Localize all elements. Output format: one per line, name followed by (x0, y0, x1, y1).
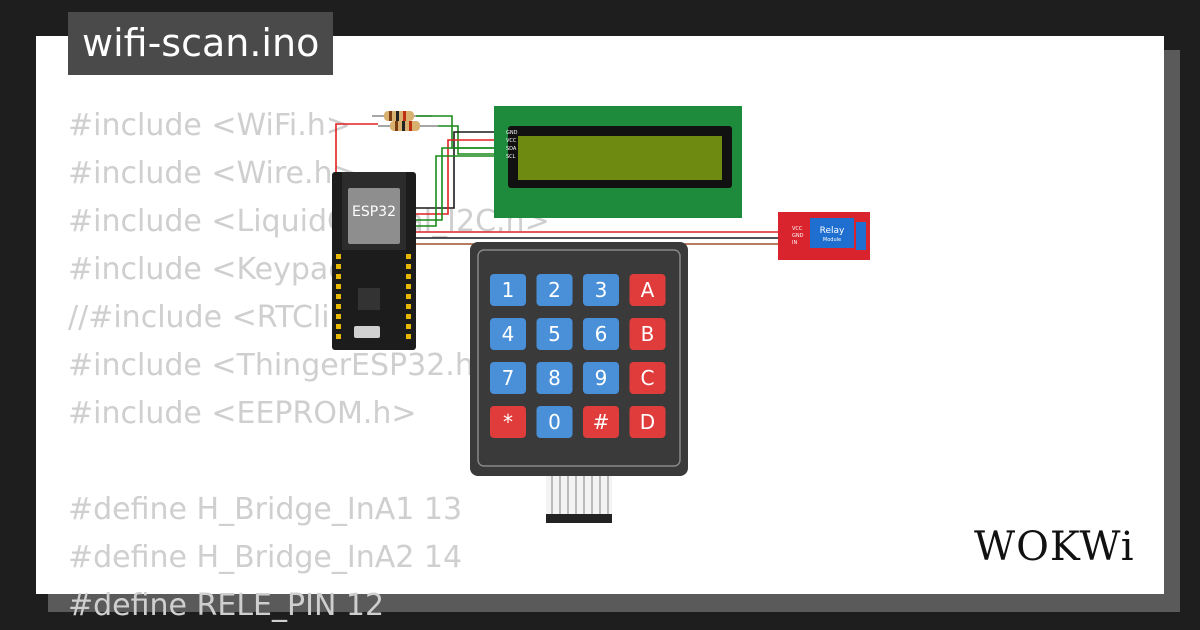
keypad-key-label: 5 (548, 322, 561, 346)
keypad-key-label: 6 (595, 322, 608, 346)
code-line: #include <EEPROM.h> (68, 396, 417, 431)
keypad-key-label: * (503, 410, 513, 434)
relay-sublabel: Module (823, 237, 841, 243)
keypad-key-label: # (593, 410, 610, 434)
keypad-key: 7 (490, 362, 526, 394)
keypad-key: 5 (536, 318, 573, 350)
lcd-pin-label: GND (506, 130, 518, 136)
keypad-key: 6 (583, 318, 619, 350)
keypad-key-label: D (640, 410, 655, 434)
keypad-key: C (629, 362, 666, 394)
keypad-key: B (629, 318, 666, 350)
preview-card: #include <WiFi.h>#include <Wire.h>#inclu… (36, 36, 1164, 623)
wokwi-logo: WOKWi (974, 524, 1135, 570)
keypad-key-label: 9 (595, 366, 608, 390)
keypad-key: 2 (536, 274, 573, 306)
keypad-key-label: 8 (548, 366, 561, 390)
lcd-pin-label: VCC (506, 138, 517, 144)
keypad-key-label: C (641, 366, 655, 390)
keypad-key: 1 (490, 274, 526, 306)
relay-pin-label: VCC (792, 226, 803, 232)
code-line: #define H_Bridge_InA2 14 (68, 540, 463, 575)
esp32-board: ESP32 (332, 172, 416, 350)
keypad-key: D (629, 406, 666, 438)
code-line: #define H_Bridge_InA1 13 (68, 492, 463, 527)
relay-pin-label: GND (792, 233, 804, 239)
keypad-key-label: A (641, 278, 655, 302)
keypad-key: 8 (536, 362, 573, 394)
relay-module: Relay Module VCC GND IN (778, 212, 870, 260)
keypad-key: 3 (583, 274, 619, 306)
keypad-key-label: 0 (548, 410, 561, 434)
file-title: wifi-scan.ino (68, 12, 334, 75)
keypad-key-label: 4 (502, 322, 515, 346)
code-preview: #include <WiFi.h>#include <Wire.h>#inclu… (68, 102, 550, 630)
code-line: #include <ThingerESP32.h> (68, 348, 499, 383)
code-line: #include <WiFi.h> (68, 108, 351, 143)
keypad-key: * (490, 406, 526, 438)
keypad-key-label: 3 (595, 278, 608, 302)
circuit-diagram: ESP32 GND VCC SDA SCL Relay Module VCC (332, 106, 870, 523)
lcd-pin-label: SCL (506, 154, 516, 160)
keypad-keys: 1 2 3 A 4 5 6 B 7 8 9 C * 0 # D (490, 274, 666, 438)
keypad-key: # (583, 406, 619, 438)
relay-label: Relay (820, 226, 845, 236)
relay-pin-label: IN (792, 240, 797, 246)
keypad-key-label: 1 (502, 278, 515, 302)
lcd-display: GND VCC SDA SCL (494, 106, 742, 218)
keypad-key-label: 2 (548, 278, 561, 302)
keypad-key-label: 7 (502, 366, 515, 390)
keypad-key: 4 (490, 318, 526, 350)
keypad-key: 9 (583, 362, 619, 394)
resistors (372, 111, 438, 131)
esp32-label: ESP32 (352, 204, 396, 220)
lcd-pin-label: SDA (506, 146, 517, 152)
keypad-key-label: B (641, 322, 655, 346)
keypad: 1 2 3 A 4 5 6 B 7 8 9 C * 0 # D (470, 242, 688, 523)
keypad-key: A (629, 274, 666, 306)
keypad-key: 0 (536, 406, 573, 438)
code-line: #define RELE_PIN 12 (68, 588, 385, 623)
